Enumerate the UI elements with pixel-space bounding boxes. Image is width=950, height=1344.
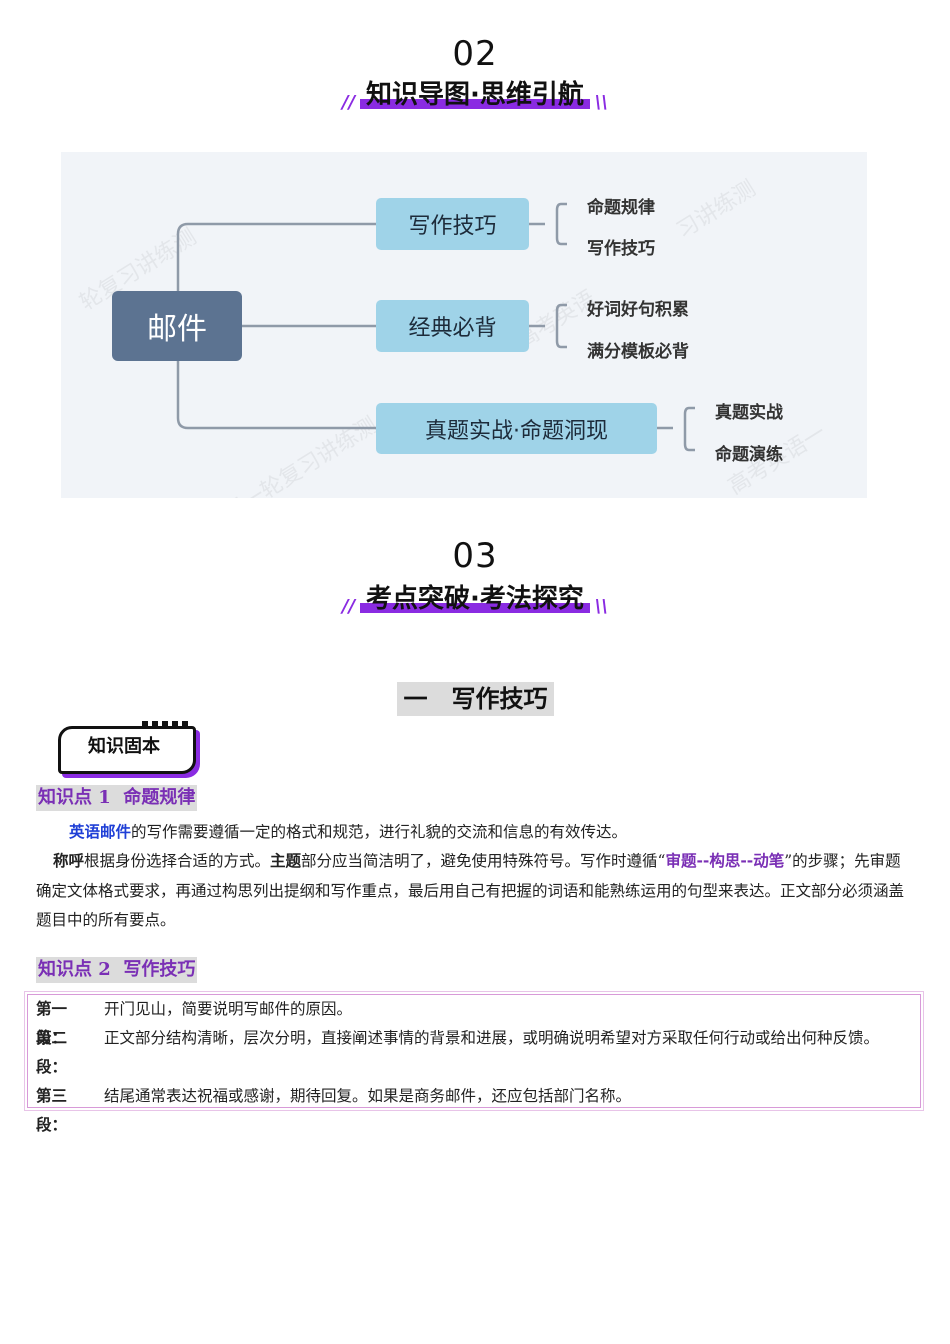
mindmap-leaf: 满分模板必背 xyxy=(587,342,689,362)
mindmap-branch-real-exam: 真题实战·命题洞现 xyxy=(376,403,657,454)
paragraph-intro: 英语邮件的写作需要遵循一定的格式和规范，进行礼貌的交流和信息的有效传达。 xyxy=(69,823,628,841)
section-02-title-wrap: // 知识导图·思维引航 \\ xyxy=(0,74,950,113)
paragraph-details: 称呼根据身份选择合适的方式。主题部分应当简洁明了，避免使用特殊符号。写作时遵循“… xyxy=(36,852,905,929)
section-title: // 考点突破·考法探究 \\ xyxy=(342,584,608,617)
mindmap-root: 邮件 xyxy=(112,291,242,361)
section-03-title-wrap: // 考点突破·考法探究 \\ xyxy=(0,578,950,617)
section-title: // 知识导图·思维引航 \\ xyxy=(342,80,608,113)
knowledge-point-2-title: 知识点 2 写作技巧 xyxy=(36,957,198,983)
section-03-header: 03 xyxy=(0,536,950,576)
section-number: 03 xyxy=(442,536,497,576)
mindmap-leaf: 真题实战 xyxy=(715,403,783,423)
mind-map: 轮复习讲练测 习讲练测 高考英语 语一轮复习讲练测 高考英语一 邮件 写作技巧 … xyxy=(61,152,867,498)
mindmap-leaf: 命题规律 xyxy=(587,198,655,218)
section-02-header: 02 xyxy=(0,34,950,74)
part-heading: 一 写作技巧 xyxy=(397,682,554,716)
mindmap-leaf: 写作技巧 xyxy=(587,239,655,259)
section-number: 02 xyxy=(442,34,497,74)
paragraph-structure-box: 第一段：开门见山，简要说明写邮件的原因。 第二段：正文部分结构清晰，层次分明，直… xyxy=(24,991,924,1134)
mindmap-leaf: 命题演练 xyxy=(715,445,783,465)
mind-map-connectors xyxy=(176,202,695,452)
knowledge-point-1-title: 知识点 1 命题规律 xyxy=(36,785,198,811)
badge-dots-icon xyxy=(142,721,188,729)
knowledge-badge: 知识固本 xyxy=(58,721,196,774)
mindmap-branch-classics: 经典必背 xyxy=(376,300,529,352)
mindmap-leaf: 好词好句积累 xyxy=(587,300,689,320)
mindmap-branch-writing-skills: 写作技巧 xyxy=(376,198,529,250)
